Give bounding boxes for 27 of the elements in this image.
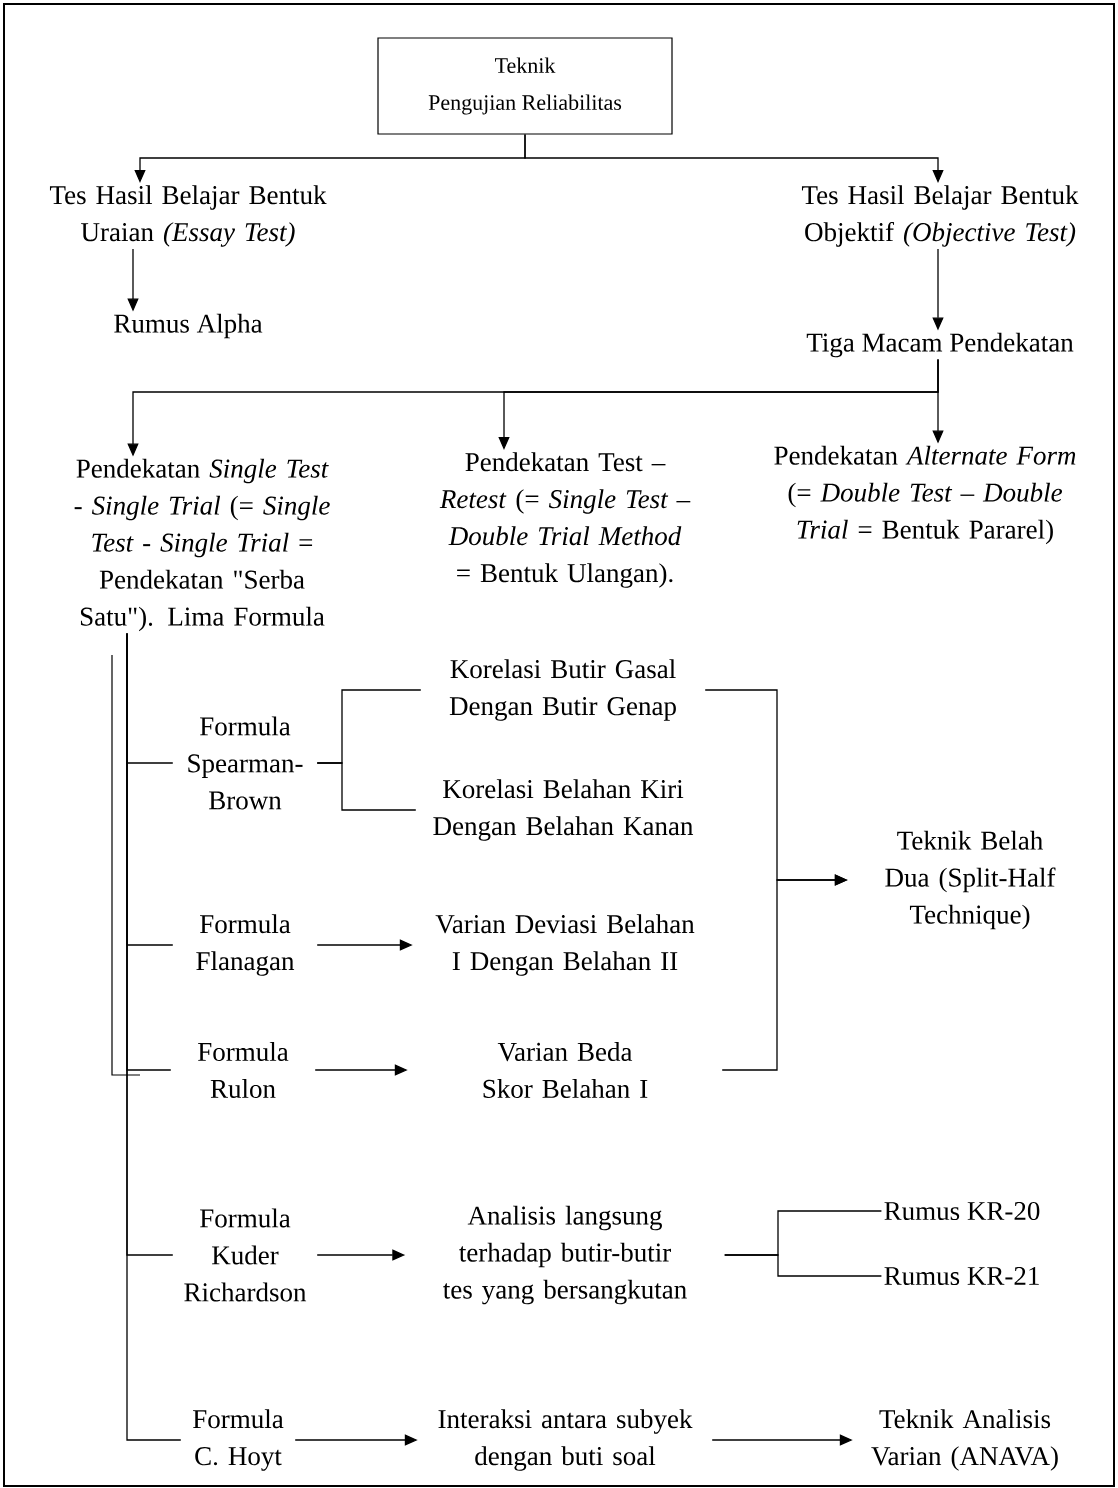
text-label: Formula C. Hoyt xyxy=(193,1409,284,1471)
text-label: Rumus KR-21 xyxy=(884,1266,1039,1286)
text-label: Tes Hasil Belajar Bentuk Objektif (Objective Test) xyxy=(801,185,1079,247)
text-label: Rumus Alpha xyxy=(114,313,263,339)
text-label: Interaksi antara subyek dengan buti soal xyxy=(438,1409,693,1471)
text-label: Rumus KR-20 xyxy=(884,1201,1040,1221)
connector-line xyxy=(316,762,417,811)
text-label: Korelasi Belahan Kiri Dengan Belahan Kanan xyxy=(433,779,694,841)
text-label: Teknik Analisis Varian (ANAVA) xyxy=(871,1409,1058,1471)
text-label: Pendekatan Alternate Form (= Double Test – Double Trial = Bentuk Pararel) xyxy=(774,445,1076,545)
text-label: Teknik Belah Dua (Split-Half Technique) xyxy=(885,830,1056,930)
text-label: Tes Hasil Belajar Bentuk Uraian (Essay Test) xyxy=(49,185,327,247)
text-label: Korelasi Butir Gasal Dengan Butir Genap xyxy=(449,659,676,721)
text-label: Pendekatan Single Test - Single Trial (= Single Test - Single Trial = Pendekatan "Serba Satu"). Lima Formula xyxy=(74,458,330,632)
text-label: Tiga Macam Pendekatan xyxy=(806,332,1074,358)
text-label: Pendekatan Test – Retest (= Single Test – Double Trial Method = Bentuk Ulangan). xyxy=(439,452,691,588)
text-label: Formula Rulon xyxy=(198,1042,289,1098)
connector-line xyxy=(126,632,182,1441)
text-label: Varian Deviasi Belahan I Dengan Belahan II xyxy=(435,914,695,976)
text-label: Formula Spearman-Brown xyxy=(188,716,303,810)
arrow xyxy=(524,133,944,183)
title-box: Teknik Pengujian Reliabilitas xyxy=(377,37,673,135)
text-label: Varian Beda Skor Belahan I xyxy=(483,1042,648,1098)
text-label: Formula Kuder Richardson xyxy=(184,1208,307,1302)
text-label: Formula Flanagan xyxy=(196,914,295,976)
connector-line xyxy=(724,1254,883,1277)
text-label: Analisis langsung terhadap butir-butir tes yang bersangkutan xyxy=(443,1205,687,1305)
